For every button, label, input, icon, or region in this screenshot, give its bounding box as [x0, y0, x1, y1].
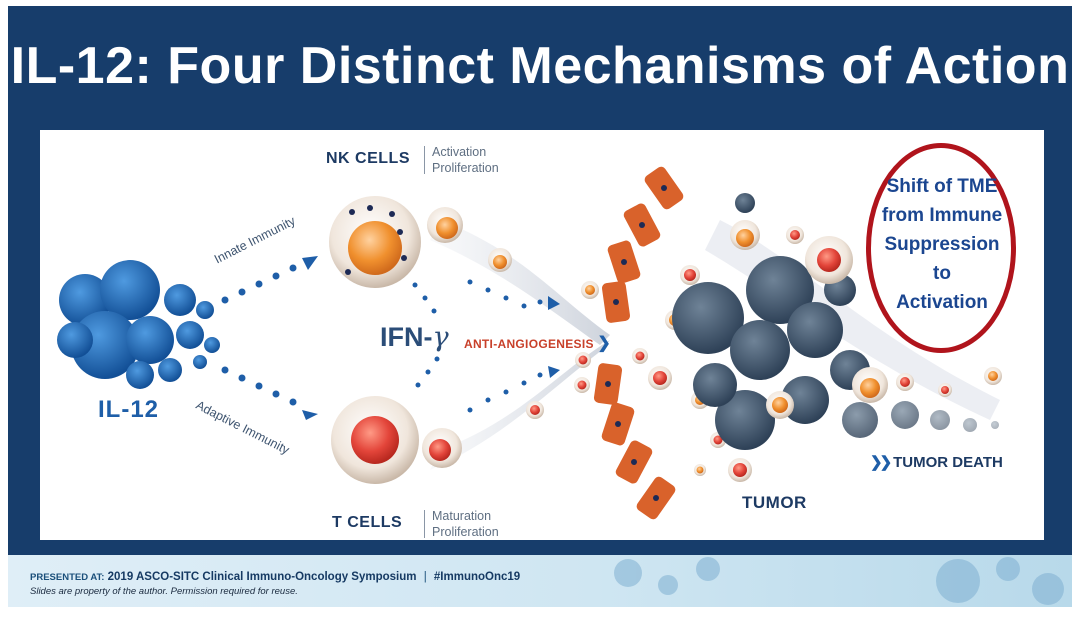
- double-chevron-icon: ❯❯: [870, 454, 892, 471]
- il12-label: IL-12: [98, 396, 160, 423]
- anti-angiogenesis-label: ANTI-ANGIOGENESIS ❯: [464, 333, 611, 353]
- nk-effect-activation: Activation: [432, 145, 487, 159]
- tme-callout-ring: [866, 143, 1016, 353]
- t-effect-proliferation: Proliferation: [432, 525, 499, 539]
- il12-cell-cluster: [57, 260, 220, 389]
- nk-effect-proliferation: Proliferation: [432, 161, 499, 175]
- virus-decoration-icon: [614, 557, 1064, 605]
- footer-event-line: PRESENTED AT: 2019 ASCO-SITC Clinical Im…: [30, 571, 520, 583]
- event-name: 2019 ASCO-SITC Clinical Immuno-Oncology …: [107, 571, 417, 583]
- t-effects: Maturation Proliferation: [432, 508, 499, 540]
- tme-line-3: Suppression: [884, 234, 1000, 255]
- tme-line-4: to: [933, 263, 951, 284]
- event-hashtag: #ImmunoOnc19: [433, 571, 521, 583]
- presented-at-label: PRESENTED AT:: [30, 572, 105, 583]
- nk-cells-label: NK CELLS: [326, 150, 410, 167]
- footer-divider: |: [423, 571, 427, 583]
- slide-title: IL-12: Four Distinct Mechanisms of Actio…: [10, 37, 1070, 95]
- gamma-symbol: γ: [432, 322, 449, 353]
- anti-angiogenesis-text: ANTI-ANGIOGENESIS: [464, 337, 594, 351]
- tme-line-2: from Immune: [881, 205, 1003, 226]
- tme-line-1: Shift of TME: [886, 176, 998, 197]
- footer-disclaimer: Slides are property of the author. Permi…: [30, 586, 298, 597]
- title-bar: IL-12: Four Distinct Mechanisms of Actio…: [8, 6, 1072, 130]
- innate-path: [221, 256, 318, 304]
- tumor-mass: [672, 193, 1002, 482]
- tme-callout-text: Shift of TME from Immune Suppression to …: [872, 172, 1012, 317]
- ifn-prefix: IFN-: [380, 322, 433, 352]
- ifn-gamma-label: IFN-γ: [380, 322, 449, 353]
- nk-separator: [424, 146, 425, 174]
- arrow-right-icon: ❯: [597, 335, 612, 352]
- tme-line-5: Activation: [896, 292, 988, 313]
- t-cells-label: T CELLS: [332, 514, 403, 531]
- adaptive-path: [221, 366, 318, 420]
- t-separator: [424, 510, 425, 538]
- nk-cell: [329, 196, 512, 288]
- tumor-death-label: ❯❯TUMOR DEATH: [870, 453, 1003, 471]
- t-cell: [331, 396, 544, 484]
- ifn-dots: [412, 279, 560, 413]
- blood-vessel-wall: [593, 166, 684, 520]
- tumor-death-text: TUMOR DEATH: [893, 454, 1003, 471]
- tumor-label: TUMOR: [742, 493, 807, 512]
- footer-banner: PRESENTED AT: 2019 ASCO-SITC Clinical Im…: [8, 555, 1072, 607]
- nk-effects: Activation Proliferation: [432, 144, 499, 176]
- t-effect-maturation: Maturation: [432, 509, 492, 523]
